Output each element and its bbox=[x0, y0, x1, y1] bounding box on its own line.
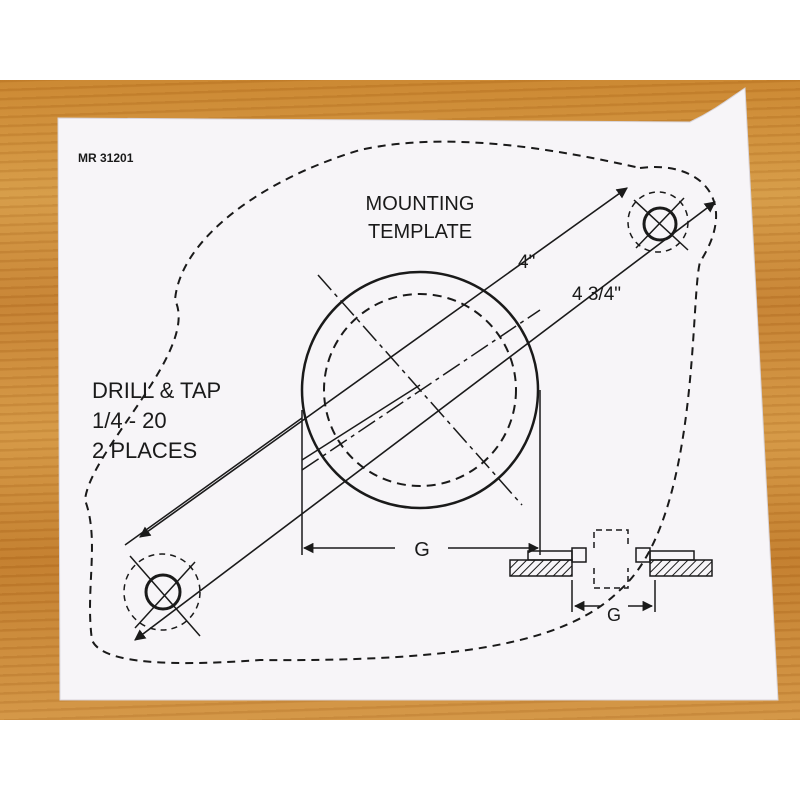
drill-note-line-1: DRILL & TAP bbox=[92, 378, 221, 403]
title-line-1: MOUNTING bbox=[366, 193, 475, 215]
drill-note-line-3: 2 PLACES bbox=[92, 438, 197, 463]
hole-bottom-left bbox=[123, 553, 201, 637]
tangent-line-b bbox=[301, 384, 421, 461]
part-number: MR 31201 bbox=[78, 151, 134, 165]
dim-4-34-label: 4 3/4" bbox=[572, 284, 621, 305]
tangent-line-a bbox=[124, 417, 303, 546]
dim-4-label: 4" bbox=[518, 252, 535, 273]
cross-section-detail bbox=[509, 529, 713, 612]
detail-g-label: G bbox=[607, 605, 621, 625]
dim-4-34-line bbox=[134, 201, 716, 641]
g-label: G bbox=[414, 539, 430, 561]
drill-note-line-2: 1/4 - 20 bbox=[92, 408, 167, 433]
title-line-2: TEMPLATE bbox=[368, 221, 472, 243]
hole-top-right bbox=[627, 191, 689, 253]
